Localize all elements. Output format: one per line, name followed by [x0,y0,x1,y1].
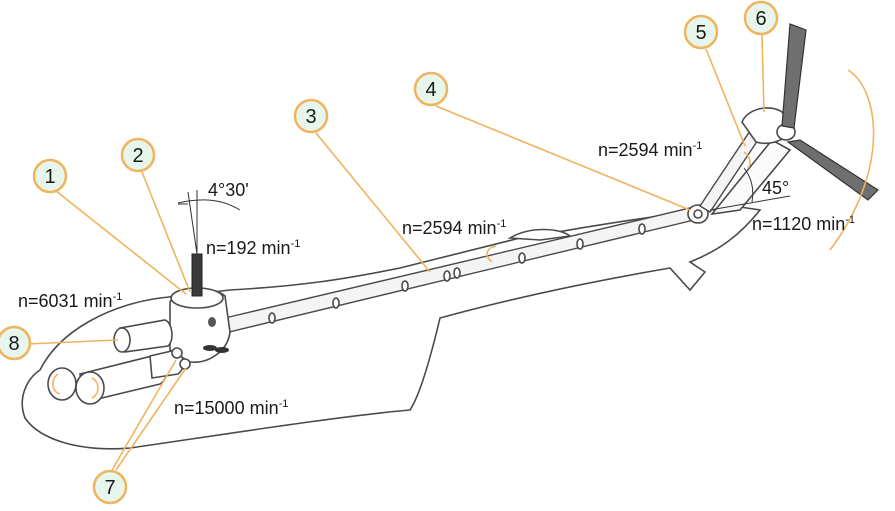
tail-pylon [710,138,792,216]
intermediate-gearbox [687,204,709,224]
callout-7-label: 7 [104,477,115,499]
n-gearbox-label: n=2594 min-1 [598,140,702,160]
fuselage-outline [21,206,762,450]
callout-6-label: 6 [755,8,766,30]
callout-5-label: 5 [695,22,706,44]
callout-4: 4 [413,71,449,107]
callout-1-label: 1 [44,166,55,188]
tail-angle-indicator [709,167,791,211]
tail-rotor-blade-upper [781,23,807,129]
callout-8-label: 8 [8,333,19,355]
n-engine-label: n=15000 min-1 [174,398,288,418]
callout-2-label: 2 [132,145,143,167]
mast-angle-indicator [177,190,241,255]
angle-mast-label: 4°30' [208,180,249,200]
callout-6: 6 [743,0,779,36]
rotor-mast [191,253,203,297]
callout-1: 1 [32,158,68,194]
callout-7: 7 [92,469,128,505]
callout-4-label: 4 [425,79,436,101]
callout-8: 8 [0,325,32,361]
n-input-label: n=6031 min-1 [18,291,122,311]
callout-3: 3 [293,98,329,134]
angle-tail-label: 45° [762,178,789,198]
rotation-arrows [52,69,875,399]
callout-3-label: 3 [305,106,316,128]
callout-5: 5 [683,14,719,50]
leader-lines [27,33,765,471]
tail-rotor-blade-lower [786,139,879,201]
shaft-couplings [268,223,646,324]
n-shaft-label: n=2594 min-1 [402,218,506,238]
n-mast-label: n=192 min-1 [206,238,300,258]
callout-2: 2 [120,137,156,173]
n-rotor-label: n=1120 min-1 [752,214,855,234]
engines [47,319,191,405]
